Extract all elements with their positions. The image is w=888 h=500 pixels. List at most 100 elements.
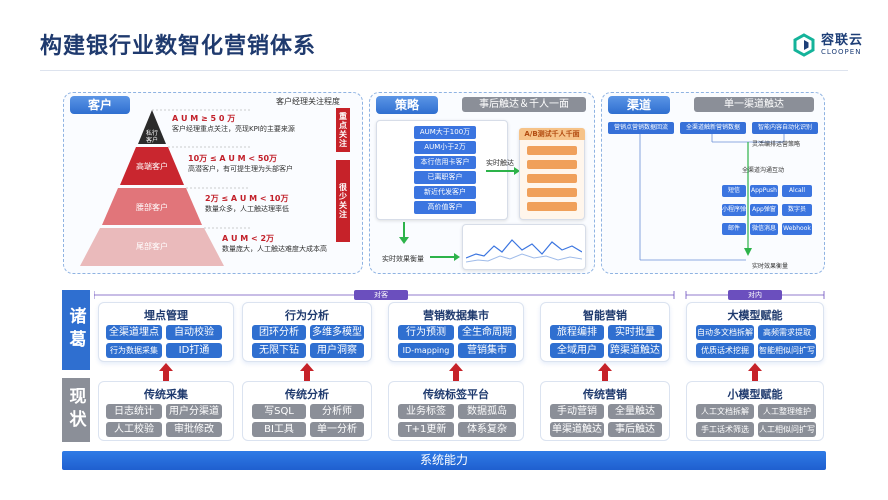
level-desc-private: A U M ≥ 5 0 万客户经理重点关注，亮现KPI的主要来源 (172, 114, 295, 133)
brand-name-cn: 容联云 (821, 33, 864, 48)
customer-tag: 客户 (70, 96, 130, 114)
channel-chip-app-popup[interactable]: App弹窗 (750, 204, 778, 216)
segment-chip[interactable]: 本行信用卡客户 (414, 156, 476, 169)
pyramid-label-tail: 尾部客户 (136, 242, 168, 251)
pyramid-level-2 (120, 147, 184, 185)
ab-row (527, 202, 577, 211)
segment-chip[interactable]: 新近代发客户 (414, 186, 476, 199)
channel-chip-miniapp[interactable]: 小程序弹窗 (722, 204, 747, 225)
cap-chip: 旅程编排 (550, 325, 604, 340)
brand-logo-block: 容联云 CLOOPEN (792, 33, 863, 57)
channel-note: 全渠道沟通互动 (742, 167, 785, 174)
ab-row (527, 160, 577, 169)
channel-chip-webhook[interactable]: Webhook (782, 223, 812, 235)
legacy-chip: 单渠道触达 (550, 422, 604, 437)
legacy-chip: 审批修改 (166, 422, 222, 437)
ab-row (527, 188, 577, 197)
cap-chip: 全生命周期 (458, 325, 516, 340)
channel-head: 智能内容自动化识别 (752, 122, 818, 134)
segment-chip[interactable]: AUM大于100万 (414, 126, 476, 139)
channel-chip-aicall[interactable]: Alcall (782, 185, 812, 197)
effect-line-chart (466, 239, 582, 263)
level-desc-waist: 2万 ≤ A U M < 10万数量众多，人工触达理率低 (205, 194, 289, 213)
cap-chip: 自动校验 (166, 325, 222, 340)
channel-note: 灵活编排运营策略 (752, 141, 801, 148)
channel-head: 全渠道触新营销数据 (680, 122, 746, 134)
customer-top-caption: 客户经理关注程度 (276, 97, 340, 106)
legacy-chip: 数据孤岛 (458, 404, 516, 419)
segment-chip[interactable]: AUM小于2万 (414, 141, 476, 154)
channel-chip-sms[interactable]: 短信 (722, 185, 746, 197)
focus-high-badge: 重点关注 (336, 108, 350, 152)
arrow-up-icon (449, 363, 463, 381)
cap-chip: 无限下钻 (252, 343, 306, 358)
cloopen-logo-icon (793, 33, 815, 57)
title-divider (40, 70, 848, 71)
legacy-chip: 手工话术筛选 (696, 422, 754, 437)
channel-chip-digital-staff[interactable]: 数字员 (782, 204, 812, 216)
cap-chip: 全渠道埋点 (106, 325, 162, 340)
legacy-chip: 人工相似问扩写 (758, 422, 816, 437)
ab-test-title: A/B测试千人千面 (519, 128, 585, 140)
page-title: 构建银行业数智化营销体系 (40, 34, 317, 59)
arrow-up-icon (159, 363, 173, 381)
cap-chip: 高频需求提取 (758, 325, 816, 340)
cap-chip: 优质话术挖掘 (696, 343, 754, 358)
cap-chip: 营销集市 (458, 343, 516, 358)
arrow-up-icon (748, 363, 762, 381)
legacy-chip: 人工整理维护 (758, 404, 816, 419)
legacy-chip: 用户分渠道 (166, 404, 222, 419)
cap-chip: 跨渠道触达 (608, 343, 662, 358)
channel-flow-lines (639, 134, 785, 261)
channel-chip-apppush[interactable]: AppPush (750, 185, 778, 197)
legacy-chip: 人工文档拆解 (696, 404, 754, 419)
arrow-right-icon (486, 167, 520, 175)
cap-chip: 团环分析 (252, 325, 306, 340)
segment-chip[interactable]: 已离职客户 (414, 171, 476, 184)
strategy-feedback-label: 实时效果衡量 (382, 255, 424, 263)
legacy-chip: 全量触达 (608, 404, 662, 419)
pyramid-level-top (138, 110, 166, 144)
legacy-chip: 手动营销 (550, 404, 604, 419)
customer-pyramid (80, 109, 250, 266)
channel-chip-email[interactable]: 邮件 (722, 223, 746, 235)
top-bracket (94, 291, 825, 299)
channel-chip-wechat[interactable]: 微信消息 (750, 223, 778, 235)
bracket-tag-external: 对客 (354, 290, 408, 300)
arrow-down-icon (399, 222, 409, 244)
channel-note: 实时效果衡量 (752, 263, 789, 270)
legacy-chip: 日志统计 (106, 404, 162, 419)
effect-chart-card (462, 224, 586, 270)
legacy-chip: 人工校验 (106, 422, 162, 437)
cap-chip: 行为预测 (398, 325, 454, 340)
cap-chip: 智能相似问扩写 (758, 343, 816, 358)
brand-name-en: CLOOPEN (821, 48, 862, 56)
cap-chip: ID-mapping (398, 343, 454, 358)
arrow-up-icon (598, 363, 612, 381)
level-desc-high: 10万 ≤ A U M < 50万高潜客户，有可提生理为头部客户 (188, 154, 293, 173)
cap-chip: ID打通 (166, 343, 222, 358)
legacy-chip: 分析师 (310, 404, 364, 419)
cap-chip: 行为数据采集 (106, 343, 162, 358)
row-label-zhuge: 诸葛 (62, 290, 90, 370)
legacy-chip: 体系复杂 (458, 422, 516, 437)
cap-chip: 用户洞察 (310, 343, 364, 358)
focus-low-badge: 很少关注 (336, 160, 350, 242)
cap-chip: 实时批量 (608, 325, 662, 340)
legacy-chip: 业务标签 (398, 404, 454, 419)
pyramid-label-private: 私行 客户 (145, 130, 158, 145)
channel-tag: 渠道 (608, 96, 670, 114)
ab-row (527, 146, 577, 155)
legacy-chip: 单一分析 (310, 422, 364, 437)
ab-row (527, 174, 577, 183)
legacy-chip: BI工具 (252, 422, 306, 437)
row-label-status: 现状 (62, 378, 90, 442)
segment-chip[interactable]: 高价值客户 (414, 201, 476, 214)
strategy-subtitle: 事后触达＆千人一面 (462, 97, 586, 112)
pyramid-level-4 (80, 228, 224, 266)
arrow-up-icon (300, 363, 314, 381)
channel-head: 营销点营销数据回流 (608, 122, 674, 134)
cap-chip: 自动多文档拆解 (696, 325, 754, 340)
pyramid-level-3 (102, 188, 202, 225)
system-capability-bar: 系统能力 (62, 451, 826, 470)
